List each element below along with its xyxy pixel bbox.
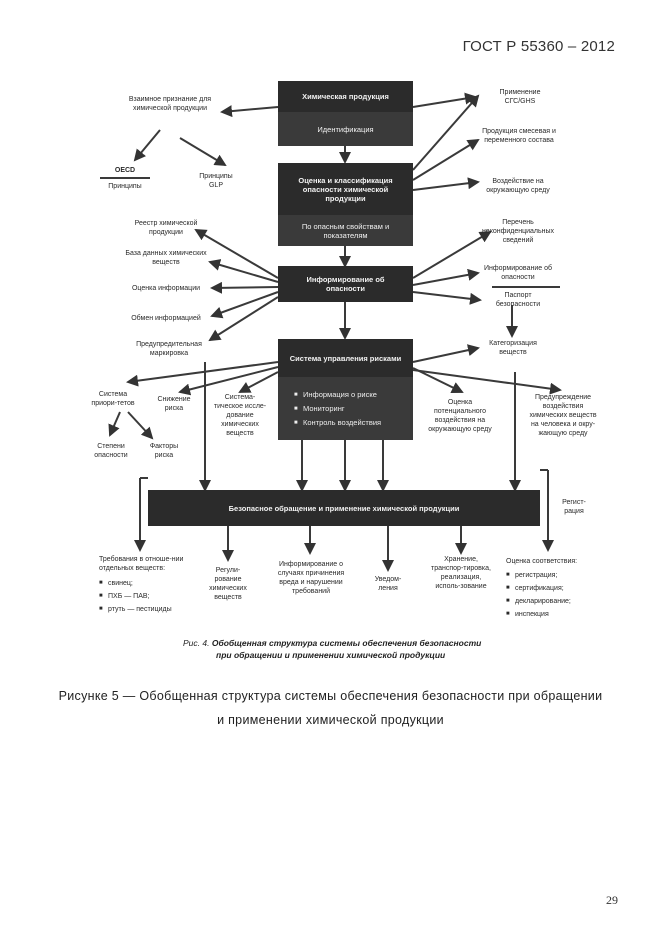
oecd-label: OECD [114,167,136,174]
systematic-study-label: Система-тическое иссле-дование химически… [213,394,267,437]
risk-item: Контроль воздействия [294,416,381,430]
passport-label: Паспорт безопасности [495,292,541,308]
warning-label: Предупредительная маркировка [136,341,202,357]
identification-box: Идентификация [278,112,413,146]
conformity-item: инспекция [506,608,596,621]
categorization-label: Категоризация веществ [489,340,537,356]
requirements-title: Требования в отноше-нии отдельных вещест… [99,556,184,572]
info-exchange-label: Обмен информацией [131,315,201,322]
warning-human-label: Предупреждение воздействия химических ве… [529,394,597,437]
risk-reduction-label: Снижение риска [157,396,191,412]
conformity-item: регистрация; [506,569,596,582]
mutual-recognition-label: Взаимное признание для химической продук… [128,96,212,112]
conformity-item: декларирование; [506,595,596,608]
assessment-box: Оценка и классификация опасности химичес… [278,163,413,215]
notification-label: Уведом-ления [374,576,402,592]
figure-caption-line2: и применении химической продукции [217,713,444,727]
env-impact-label: Воздействие на окружающую среду [486,178,550,194]
inner-caption-line1: Обобщенная структура системы обеспечения… [211,638,482,648]
priority-system-label: Система приори-тетов [91,391,135,407]
inner-caption: Рис. 4. Обобщенная структура системы обе… [183,637,523,661]
registration-label: Регист-рация [562,499,586,515]
requirement-item: свинец; [99,577,194,590]
inner-caption-prefix: Рис. 4. [183,638,210,648]
requirements-list: свинец; ПХБ — ПАВ; ртуть — пестициды [99,577,194,616]
requirement-item: ртуть — пестициды [99,603,194,616]
chem-product-box: Химическая продукция [278,81,413,112]
requirement-item: ПХБ — ПАВ; [99,590,194,603]
glp-label: Принципы GLP [199,173,233,189]
ghs-label: Применение СГС/GHS [499,89,541,105]
figure-caption: Рисунке 5 — Обобщенная структура системы… [40,684,621,732]
safe-handling-box: Безопасное обращение и применение химиче… [148,490,540,526]
mixtures-label: Продукция смесевая и переменного состава [482,128,556,144]
informing-box: Информирование об опасности [278,266,413,302]
regulation-label: Регули-рование химических веществ [209,567,247,601]
storage-label: Хранение, транспор-тировка, реализация, … [431,556,491,590]
requirements-block: Требования в отноше-нии отдельных вещест… [99,555,194,616]
potential-impact-label: Оценка потенциального воздействия на окр… [428,399,492,433]
nonconf-label: Перечень неконфиденциальных сведений [481,219,555,244]
by-properties-box: По опасным свойствам и показателям [278,215,413,246]
info-eval-label: Оценка информации [131,285,201,292]
risk-item: Мониторинг [294,402,381,416]
conformity-title: Оценка соответствия: [506,558,578,565]
risk-management-box: Система управления рисками [278,339,413,377]
figure-caption-line1: Рисунке 5 — Обобщенная структура системы… [58,689,603,703]
risk-item: Информация о риске [294,388,381,402]
principles-label: Принципы [108,183,142,190]
info-hazard-label: Информирование об опасности [483,265,552,281]
standard-number: ГОСТ Р 55360 – 2012 [462,38,615,55]
conformity-block: Оценка соответствия: регистрация; сертиф… [506,557,596,621]
risk-items-list: Информация о риске Мониторинг Контроль в… [294,388,381,430]
registry-label: Реестр химической продукции [134,220,198,236]
conformity-list: регистрация; сертификация; декларировани… [506,569,596,621]
risk-factors-label: Факторы риска [149,443,179,459]
inner-caption-line2: при обращении и применении химической пр… [216,650,446,660]
risk-items-box: Информация о риске Мониторинг Контроль в… [278,377,413,440]
page-number: 29 [606,893,618,907]
conformity-item: сертификация; [506,582,596,595]
harm-info-label: Информирование о случаях причинения вред… [277,561,345,595]
database-label: База данных химических веществ [125,250,207,266]
hazard-degrees-label: Степени опасности [94,443,128,459]
